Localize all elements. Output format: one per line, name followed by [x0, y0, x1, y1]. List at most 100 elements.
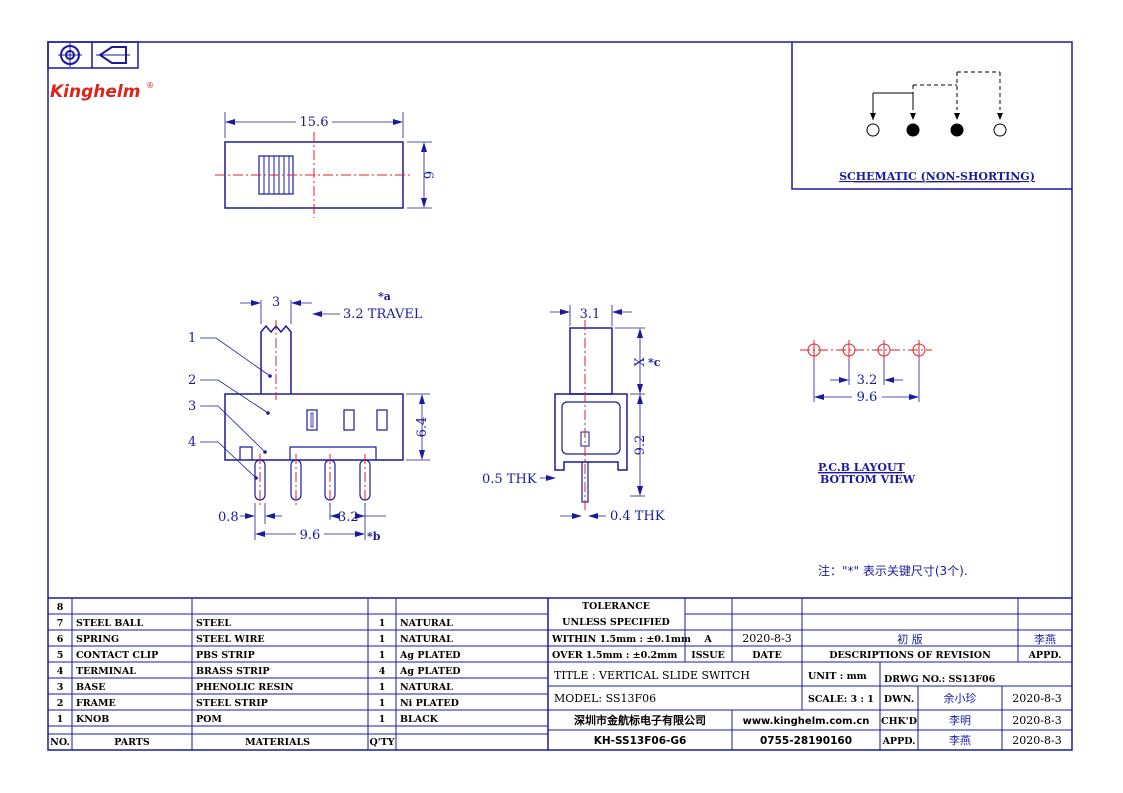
- bom-cell-qty: 1: [379, 618, 386, 629]
- svg-text:TOLERANCE: TOLERANCE: [582, 601, 650, 612]
- svg-text:UNIT : mm: UNIT : mm: [808, 671, 867, 682]
- dim-top-width: 15.6: [300, 115, 329, 130]
- bom-header-no: NO.: [50, 737, 70, 748]
- pcb-layout-label: P.C.B LAYOUT: [818, 461, 906, 474]
- bom-cell-material: PBS STRIP: [196, 650, 255, 661]
- bom-cell-finish: NATURAL: [400, 618, 453, 629]
- bom-header-parts: PARTS: [114, 737, 150, 748]
- bottom-view-label: BOTTOM VIEW: [820, 473, 916, 486]
- title-block: [548, 597, 1072, 750]
- svg-text:ISSUE: ISSUE: [691, 650, 724, 661]
- bom-cell-no: 3: [57, 682, 64, 693]
- schematic-frame: [791, 42, 1072, 190]
- dim-pin-pitch: 3.2: [338, 510, 359, 525]
- bom-cell-material: PHENOLIC RESIN: [196, 682, 294, 693]
- svg-text:TITLE : VERTICAL SLIDE SWITCH: TITLE : VERTICAL SLIDE SWITCH: [554, 669, 750, 682]
- svg-text:APPD.: APPD.: [1028, 650, 1062, 661]
- dim-side-x: X: [633, 357, 648, 367]
- brand-logo: Kinghelm: [50, 82, 140, 102]
- bom-cell-finish: Ag PLATED: [399, 666, 461, 677]
- bom-cell-no: 1: [57, 714, 64, 725]
- side-view: [554, 327, 628, 503]
- callout-1: 1: [188, 331, 196, 346]
- bom-cell-material: STEEL STRIP: [196, 698, 268, 709]
- bom-cell-finish: BLACK: [400, 714, 439, 725]
- critical-mark-a: *a: [378, 290, 391, 303]
- bom-header-materials: MATERIALS: [245, 737, 310, 748]
- svg-text:CHK'D: CHK'D: [881, 716, 917, 727]
- svg-text:初 版: 初 版: [897, 632, 923, 646]
- bom-cell-qty: 1: [379, 698, 386, 709]
- svg-text:余小珍: 余小珍: [944, 691, 977, 705]
- svg-text:SCALE: 3 : 1: SCALE: 3 : 1: [808, 694, 874, 705]
- svg-text:DWN.: DWN.: [884, 694, 914, 705]
- svg-text:DATE: DATE: [752, 650, 781, 661]
- pcb-span: 9.6: [857, 390, 878, 405]
- dim-frame-thk: 0.5 THK: [482, 472, 537, 487]
- bom-header-qty: Q'TY: [369, 737, 394, 748]
- bom-cell-finish: Ag PLATED: [399, 650, 461, 661]
- bom-cell-no: 8: [57, 602, 64, 613]
- svg-text:www.kinghelm.com.cn: www.kinghelm.com.cn: [743, 716, 870, 727]
- bom-cell-no: 6: [57, 634, 64, 645]
- brand-reg-mark: ®: [146, 81, 154, 90]
- dim-pin-width: 0.8: [218, 510, 239, 525]
- dim-pin-thk: 0.4 THK: [610, 509, 665, 524]
- bom-cell-part: STEEL BALL: [76, 618, 143, 629]
- critical-mark-c: *c: [648, 356, 661, 369]
- dim-body-height: 6.4: [415, 417, 430, 438]
- bom-cell-material: POM: [196, 714, 222, 725]
- svg-text:李明: 李明: [949, 713, 971, 727]
- svg-text:李燕: 李燕: [949, 733, 971, 747]
- schematic-title: SCHEMATIC (NON-SHORTING): [839, 170, 1035, 183]
- bom-cell-no: 2: [57, 698, 64, 709]
- bom-cell-part: BASE: [76, 682, 106, 693]
- bom-cell-part: TERMINAL: [76, 666, 136, 677]
- svg-text:KH-SS13F06-G6: KH-SS13F06-G6: [594, 735, 687, 747]
- svg-text:0755-28190160: 0755-28190160: [760, 735, 852, 747]
- bom-cell-material: BRASS STRIP: [196, 666, 270, 677]
- bom-cell-qty: 4: [379, 666, 386, 677]
- bom-cell-finish: NATURAL: [400, 634, 453, 645]
- bom-cell-no: 5: [57, 650, 64, 661]
- svg-text:2020-8-3: 2020-8-3: [1012, 692, 1061, 705]
- schematic-diagram: [866, 71, 1007, 137]
- bom-cell-part: CONTACT CLIP: [76, 650, 158, 661]
- svg-text:WITHIN 1.5mm : ±0.1mm: WITHIN 1.5mm : ±0.1mm: [551, 634, 691, 645]
- dim-side-height: 9.2: [633, 435, 648, 456]
- bom-cell-part: SPRING: [76, 634, 119, 645]
- bom-cell-qty: 1: [379, 682, 386, 693]
- bom-table: [48, 597, 549, 750]
- svg-text:李燕: 李燕: [1034, 632, 1056, 646]
- svg-text:A: A: [703, 634, 712, 645]
- svg-text:2020-8-3: 2020-8-3: [1012, 734, 1061, 747]
- bom-cell-qty: 1: [379, 650, 386, 661]
- bom-cell-qty: 1: [379, 714, 386, 725]
- bom-cell-finish: NATURAL: [400, 682, 453, 693]
- svg-text:OVER 1.5mm : ±0.2mm: OVER 1.5mm : ±0.2mm: [552, 650, 677, 661]
- projection-symbol-icon: [47, 41, 139, 69]
- title-block-text: TOLERANCE UNLESS SPECIFIED WITHIN 1.5mm …: [551, 601, 1062, 747]
- dim-side-width: 3.1: [580, 307, 601, 322]
- svg-text:DESCRIPTIONS OF REVISION: DESCRIPTIONS OF REVISION: [829, 650, 991, 661]
- bom-cell-material: STEEL: [196, 618, 231, 629]
- callout-3: 3: [188, 399, 196, 414]
- dim-travel: 3.2 TRAVEL: [343, 307, 423, 322]
- svg-text:2020-8-3: 2020-8-3: [1012, 714, 1061, 727]
- svg-text:深圳市金航标电子有限公司: 深圳市金航标电子有限公司: [574, 713, 706, 727]
- svg-text:UNLESS SPECIFIED: UNLESS SPECIFIED: [562, 617, 670, 628]
- pcb-pitch: 3.2: [857, 373, 878, 388]
- svg-text:2020-8-3: 2020-8-3: [742, 632, 791, 645]
- bom-cell-qty: 1: [379, 634, 386, 645]
- svg-text:DRWG NO.: SS13F06: DRWG NO.: SS13F06: [884, 674, 996, 685]
- critical-mark-b: *b: [367, 530, 381, 543]
- callout-4: 4: [188, 435, 196, 450]
- bom-cell-part: KNOB: [76, 714, 109, 725]
- bom-cell-material: STEEL WIRE: [196, 634, 265, 645]
- bom-cell-no: 4: [57, 666, 64, 677]
- dim-top-height: 6: [420, 171, 435, 179]
- dim-knob-width: 3: [272, 295, 280, 310]
- dim-pin-span: 9.6: [300, 528, 321, 543]
